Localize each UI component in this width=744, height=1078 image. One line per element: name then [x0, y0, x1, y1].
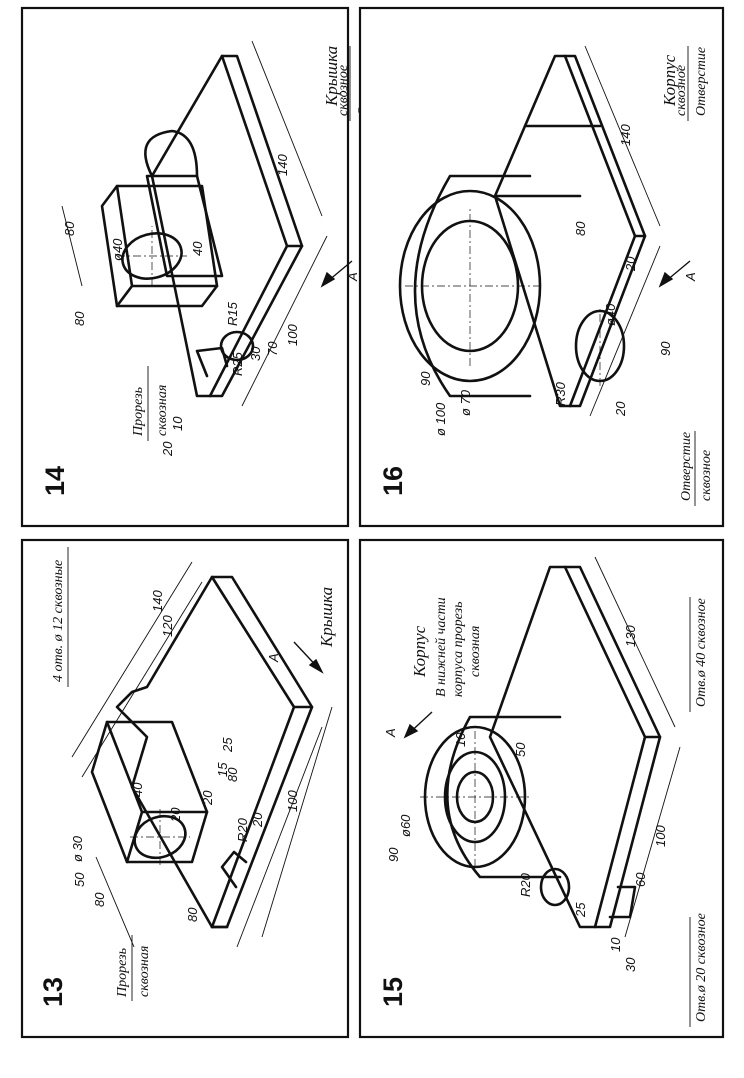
- panel-15-dim-50: 50: [513, 742, 528, 757]
- panel-13-dim-50: 50: [72, 872, 87, 887]
- panel-13-dim-20b: 20: [200, 790, 215, 806]
- panel-15-dim-10: 10: [453, 732, 468, 747]
- panel-14-dim-140: 140: [275, 154, 290, 176]
- panel-13-hole: [133, 814, 187, 860]
- panel-14: 14 Прорезь сквозная Отверстие сквозное К…: [20, 6, 371, 528]
- panel-14-view-arrow: [320, 260, 353, 288]
- panel-14-boss: [100, 184, 219, 308]
- panel-15-base-outline: [488, 565, 662, 929]
- panel-13-frame: [20, 538, 350, 1039]
- panel-13-title: Крышка: [317, 587, 336, 648]
- panel-13-number: 13: [38, 977, 68, 1007]
- panel-15-note-bottom3: сквозная: [468, 626, 483, 677]
- panel-14-dim-30: 30: [248, 346, 263, 361]
- panel-14-view-label: A: [345, 272, 360, 282]
- panel-15-dim-130: 130: [623, 625, 638, 647]
- panel-15-note-hole40: Отв.ø 40 сквозное: [694, 598, 709, 707]
- panel-14-number: 14: [40, 466, 70, 496]
- panel-13-dim-80-top: 80: [92, 892, 107, 907]
- panel-15-note-hole20: Отв.ø 20 сквозное: [694, 913, 709, 1022]
- panel-14-hole: [121, 232, 183, 280]
- panel-14-slot-arc: [219, 330, 255, 362]
- panel-15-view-label: A: [383, 728, 398, 738]
- panel-13-dim-40: 40: [130, 782, 145, 797]
- panel-15-dim-60: 60: [633, 872, 648, 887]
- panel-13-note-holes: 4 отв. ø 12 сквозные: [51, 560, 66, 682]
- panel-13-note-slot-through: сквозная: [137, 946, 152, 997]
- panel-14-dim-10: 10: [170, 416, 185, 431]
- panel-15-title: Корпус: [410, 625, 429, 678]
- panel-15-dim-90: 90: [386, 847, 401, 862]
- panel-13-dim-15: 15: [215, 762, 230, 777]
- panel-13-note-slot: Прорезь: [115, 948, 130, 998]
- panel-13: 13 Прорезь сквозная 4 отв. ø 12 сквозные…: [20, 538, 350, 1039]
- panel-13-view-arrow: [293, 641, 324, 674]
- panel-13-dim-120: 120: [160, 615, 175, 637]
- panel-14-dim-r25: R25: [230, 351, 245, 376]
- panel-14-note-slot-through: сквозная: [155, 385, 170, 436]
- panel-14-dim-100: 100: [285, 324, 300, 346]
- panel-15-dim-100: 100: [653, 825, 668, 847]
- panel-13-dim-d30: ø 30: [70, 835, 85, 862]
- panel-14-title: Крышка: [322, 46, 341, 107]
- panel-13-dim-25: 25: [220, 737, 235, 753]
- panel-13-base-outline: [115, 575, 314, 929]
- panel-14-dim-40: 40: [190, 241, 205, 256]
- panel-15-view-arrow: [403, 711, 433, 739]
- panel-13-dim-r20: R20: [235, 817, 250, 842]
- panel-13-view-label: A: [266, 653, 281, 663]
- panel-15-dim-25: 25: [573, 902, 588, 918]
- panel-13-boss: [90, 720, 209, 864]
- panel-15-note-bottom1: В нижней части: [434, 597, 449, 697]
- panel-15-note-bottom2: корпуса прорезь: [451, 602, 466, 697]
- panel-14-dim-80-top: 80: [72, 311, 87, 326]
- panel-14-dim-20: 20: [160, 441, 175, 457]
- panel-14-dim-80-right: 80: [62, 221, 77, 236]
- panel-14-dim-r15: R15: [225, 301, 240, 326]
- panel-14-frame: [20, 6, 350, 528]
- panel-15-dim-r20: R20: [518, 872, 533, 897]
- panel-13-dim-100: 100: [285, 790, 300, 812]
- panel-15-dim-d60: ø60: [398, 814, 413, 837]
- panel-13-dim-20: 20: [168, 807, 183, 823]
- panel-15-number: 15: [378, 977, 408, 1007]
- panel-15: 15 Отв.ø 20 сквозное Отв.ø 40 сквозное К…: [358, 538, 725, 1039]
- panel-14-dim-70: 70: [265, 341, 280, 356]
- panel-15-dim-10b: 10: [608, 937, 623, 952]
- panel-14-note-hole-through: сквозное: [336, 65, 351, 116]
- panel-14-dim-d40: ø40: [110, 238, 125, 261]
- panel-15-hole-20: [539, 867, 571, 907]
- panel-14-note-slot: Прорезь: [131, 387, 146, 437]
- panel-13-dim-80-left: 80: [185, 907, 200, 922]
- panel-15-frame: [358, 538, 725, 1039]
- panel-14-note-hole: Отверстие: [356, 47, 371, 116]
- panel-13-dim-140: 140: [150, 590, 165, 612]
- panel-15-dim-30: 30: [623, 957, 638, 972]
- panel-13-dim-80: 80: [225, 767, 240, 782]
- panel-13-dim-20c: 20: [250, 812, 265, 828]
